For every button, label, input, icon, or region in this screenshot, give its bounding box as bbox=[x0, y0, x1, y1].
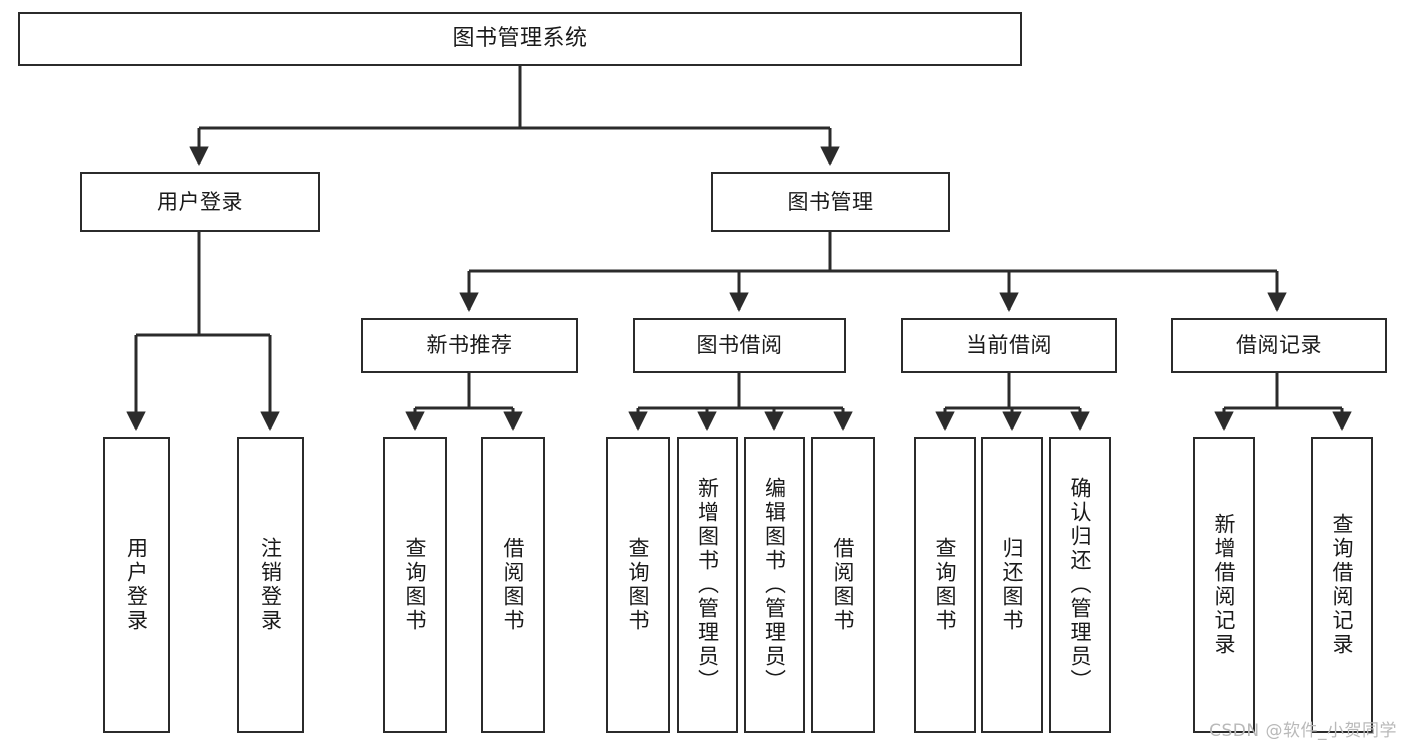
node-label: 编辑图书（管理员） bbox=[762, 477, 787, 693]
leaf-borrow-borrow-book[interactable]: 借阅图书 bbox=[811, 437, 875, 733]
node-label: 查询图书 bbox=[403, 537, 428, 633]
node-label: 查询借阅记录 bbox=[1330, 513, 1355, 657]
node-label: 注销登录 bbox=[258, 537, 283, 633]
leaf-borrow-query-book[interactable]: 查询图书 bbox=[606, 437, 670, 733]
node-label: 查询图书 bbox=[626, 537, 651, 633]
node-book-management[interactable]: 图书管理 bbox=[711, 172, 950, 232]
node-label: 新增图书（管理员） bbox=[695, 477, 720, 693]
leaf-record-query-record[interactable]: 查询借阅记录 bbox=[1311, 437, 1373, 733]
node-label: 用户登录 bbox=[157, 189, 243, 214]
leaf-current-return-book[interactable]: 归还图书 bbox=[981, 437, 1043, 733]
node-new-book-recommend[interactable]: 新书推荐 bbox=[361, 318, 578, 373]
node-book-borrow[interactable]: 图书借阅 bbox=[633, 318, 846, 373]
leaf-record-add-record[interactable]: 新增借阅记录 bbox=[1193, 437, 1255, 733]
node-label: 当前借阅 bbox=[966, 333, 1052, 358]
leaf-recommend-query-book[interactable]: 查询图书 bbox=[383, 437, 447, 733]
node-label: 借阅图书 bbox=[501, 537, 526, 633]
leaf-recommend-borrow-book[interactable]: 借阅图书 bbox=[481, 437, 545, 733]
node-label: 借阅记录 bbox=[1236, 333, 1322, 358]
node-label: 用户登录 bbox=[124, 537, 149, 633]
node-label: 图书管理系统 bbox=[452, 26, 588, 52]
node-label: 查询图书 bbox=[933, 537, 958, 633]
node-label: 确认归还（管理员） bbox=[1068, 477, 1093, 693]
leaf-borrow-edit-book-admin[interactable]: 编辑图书（管理员） bbox=[744, 437, 805, 733]
leaf-borrow-add-book-admin[interactable]: 新增图书（管理员） bbox=[677, 437, 738, 733]
csdn-watermark: CSDN @软件_小贺同学 bbox=[1209, 721, 1397, 741]
leaf-user-login-login[interactable]: 用户登录 bbox=[103, 437, 170, 733]
node-current-borrow[interactable]: 当前借阅 bbox=[901, 318, 1117, 373]
node-label: 图书借阅 bbox=[696, 333, 783, 358]
node-label: 借阅图书 bbox=[831, 537, 856, 633]
node-user-login[interactable]: 用户登录 bbox=[80, 172, 320, 232]
node-label: 新书推荐 bbox=[426, 333, 513, 358]
node-label: 新增借阅记录 bbox=[1212, 513, 1237, 657]
node-borrow-record[interactable]: 借阅记录 bbox=[1171, 318, 1387, 373]
leaf-current-confirm-return-admin[interactable]: 确认归还（管理员） bbox=[1049, 437, 1111, 733]
leaf-current-query-book[interactable]: 查询图书 bbox=[914, 437, 976, 733]
node-label: 归还图书 bbox=[1000, 537, 1025, 633]
node-root-system[interactable]: 图书管理系统 bbox=[18, 12, 1022, 66]
node-label: 图书管理 bbox=[787, 189, 874, 214]
leaf-user-login-logout[interactable]: 注销登录 bbox=[237, 437, 304, 733]
